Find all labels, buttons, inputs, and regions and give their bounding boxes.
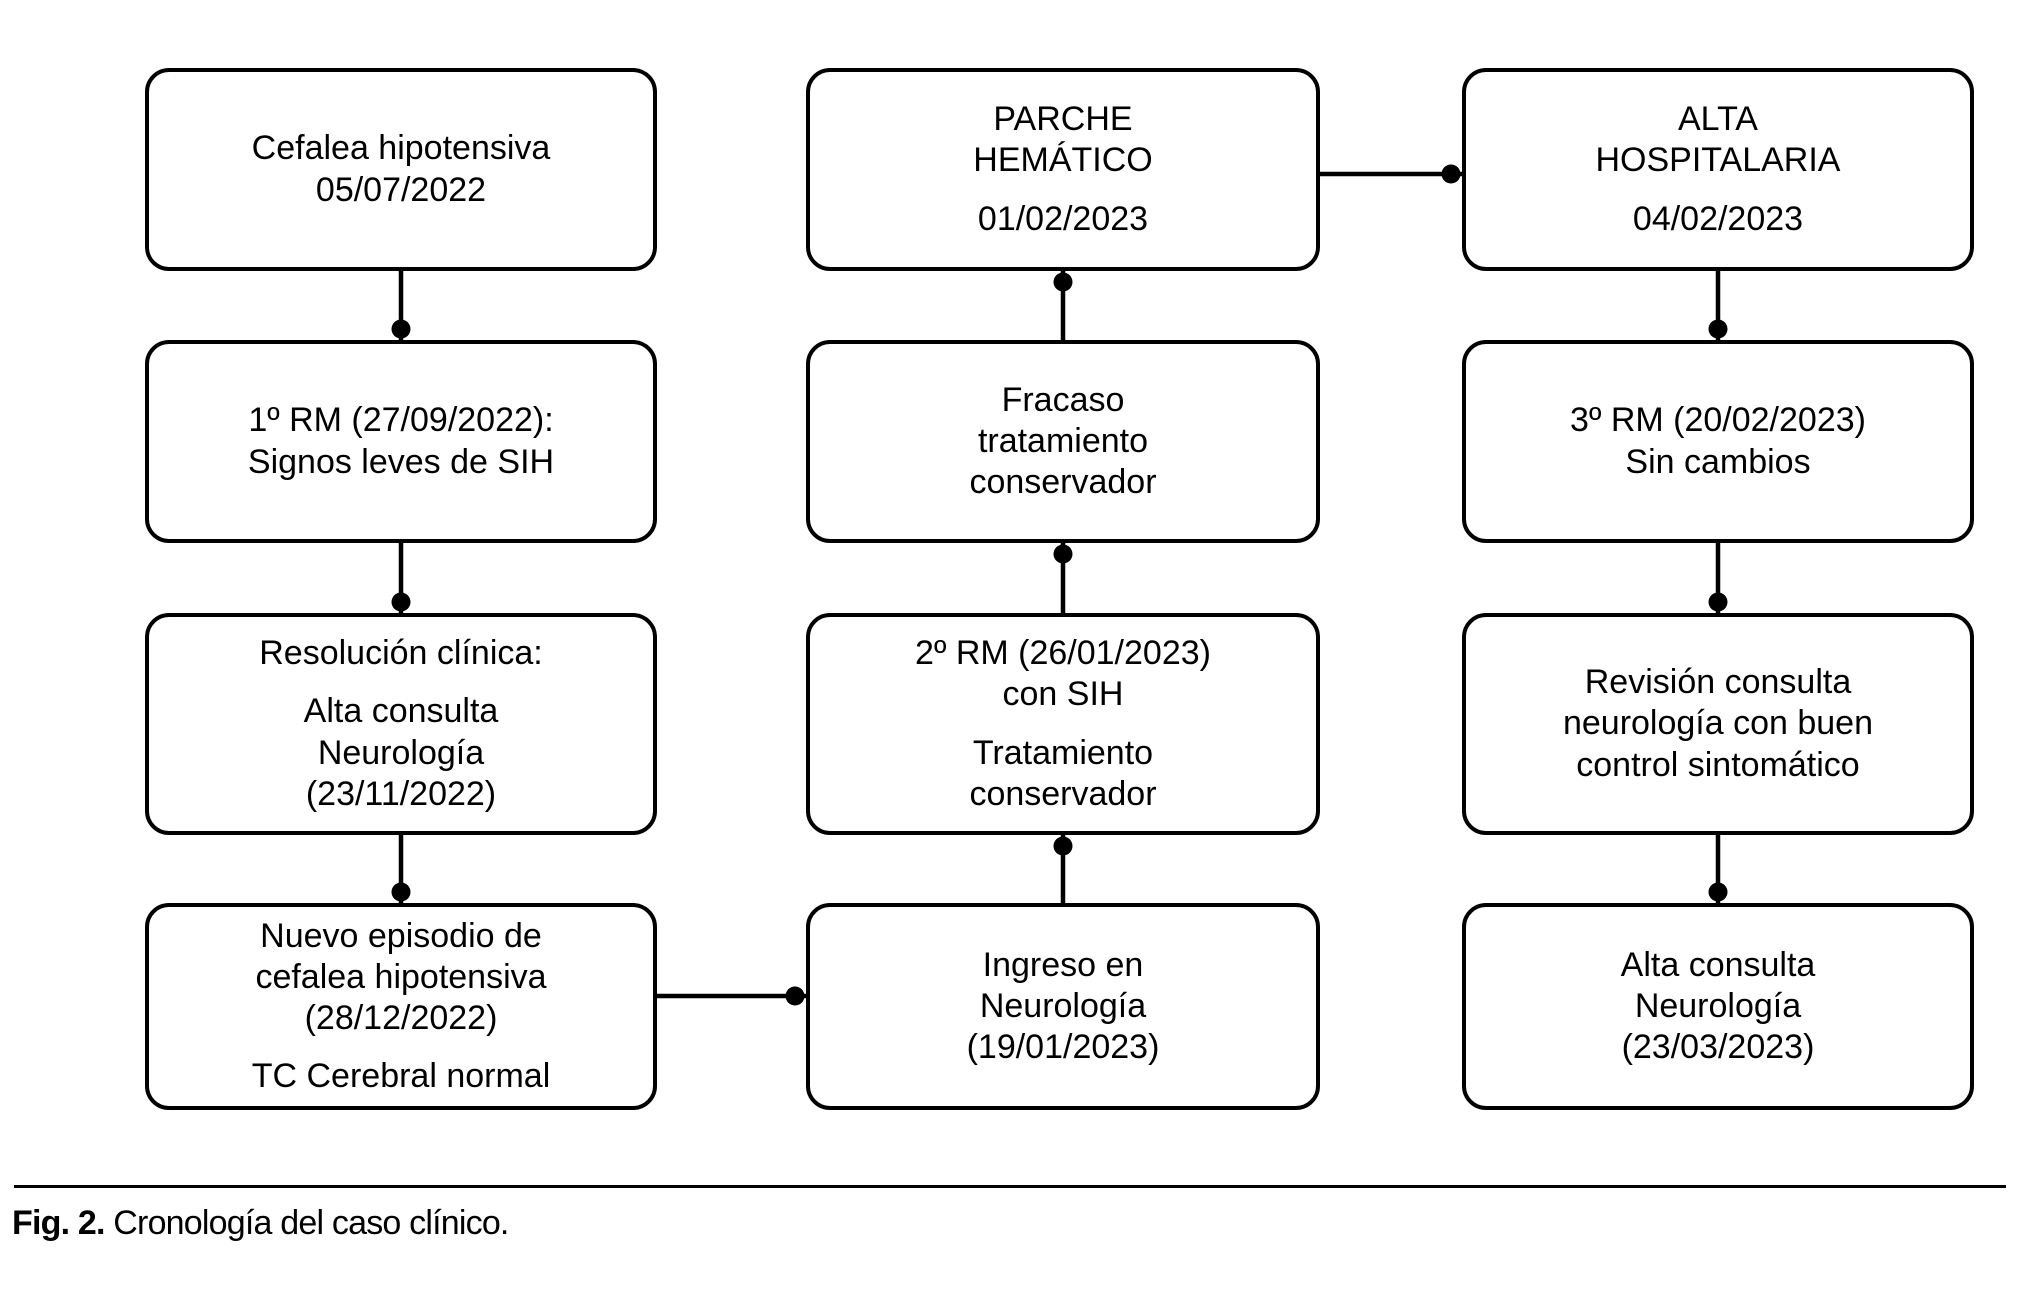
connector-dot	[1708, 882, 1728, 902]
flow-box-nuevo-episodio: Nuevo episodio de cefalea hipotensiva (2…	[145, 903, 657, 1110]
flow-box-fracaso-tratamiento: Fracaso tratamiento conservador	[806, 340, 1320, 543]
flow-box-text: 01/02/2023	[977, 199, 1149, 238]
connector-dot	[391, 319, 411, 339]
flow-box-text: Tratamiento conservador	[969, 733, 1157, 813]
flow-box-cefalea-hipotensiva: Cefalea hipotensiva 05/07/2022	[145, 68, 657, 271]
flow-box-text: Cefalea hipotensiva 05/07/2022	[251, 129, 551, 209]
flow-box-text: Alta consulta Neurología (23/11/2022)	[303, 692, 499, 813]
flow-box-text: Nuevo episodio de cefalea hipotensiva (2…	[255, 916, 547, 1037]
flow-box-text: 3º RM (20/02/2023) Sin cambios	[1570, 401, 1866, 481]
flow-box-text: 04/02/2023	[1632, 199, 1804, 238]
flow-box-text: Revisión consulta neurología con buen co…	[1562, 663, 1874, 784]
flow-box-ingreso-neurologia: Ingreso en Neurología (19/01/2023)	[806, 903, 1320, 1110]
connector-dot	[391, 592, 411, 612]
flow-box-alta-consulta: Alta consulta Neurología (23/03/2023)	[1462, 903, 1974, 1110]
flow-box-rm2: 2º RM (26/01/2023) con SIH Tratamiento c…	[806, 613, 1320, 835]
flow-box-rm1: 1º RM (27/09/2022): Signos leves de SIH	[145, 340, 657, 543]
flow-box-parche-hematico: PARCHE HEMÁTICO 01/02/2023	[806, 68, 1320, 271]
connector-dot	[1053, 544, 1073, 564]
caption-label: Fig. 2.	[12, 1204, 105, 1242]
connector-dot	[785, 986, 805, 1006]
flow-box-resolucion-clinica: Resolución clínica: Alta consulta Neurol…	[145, 613, 657, 835]
flow-box-text: Fracaso tratamiento conservador	[969, 380, 1157, 502]
caption-text: Cronología del caso clínico.	[113, 1204, 509, 1242]
connector-dot	[1053, 272, 1073, 292]
connector-dot	[1053, 836, 1073, 856]
connector-dot	[1708, 319, 1728, 339]
connector-dot	[1708, 592, 1728, 612]
connector-dot	[391, 882, 411, 902]
flow-box-revision-consulta: Revisión consulta neurología con buen co…	[1462, 613, 1974, 835]
flow-box-alta-hospitalaria: ALTA HOSPITALARIA 04/02/2023	[1462, 68, 1974, 271]
flow-box-text: 2º RM (26/01/2023) con SIH	[915, 634, 1211, 714]
flow-box-text: Ingreso en Neurología (19/01/2023)	[966, 945, 1160, 1067]
flow-box-text: PARCHE HEMÁTICO	[973, 100, 1153, 180]
flow-box-text: Alta consulta Neurología (23/03/2023)	[1620, 945, 1816, 1067]
flow-box-rm3: 3º RM (20/02/2023) Sin cambios	[1462, 340, 1974, 543]
flow-box-text: Resolución clínica:	[259, 634, 543, 673]
flow-box-text: TC Cerebral normal	[251, 1057, 551, 1096]
caption-divider	[14, 1185, 2006, 1188]
connector-dot	[1441, 164, 1461, 184]
figure-caption: Fig. 2. Cronología del caso clínico.	[12, 1203, 1992, 1244]
flow-box-text: 1º RM (27/09/2022): Signos leves de SIH	[247, 401, 555, 481]
flow-box-text: ALTA HOSPITALARIA	[1595, 100, 1841, 180]
